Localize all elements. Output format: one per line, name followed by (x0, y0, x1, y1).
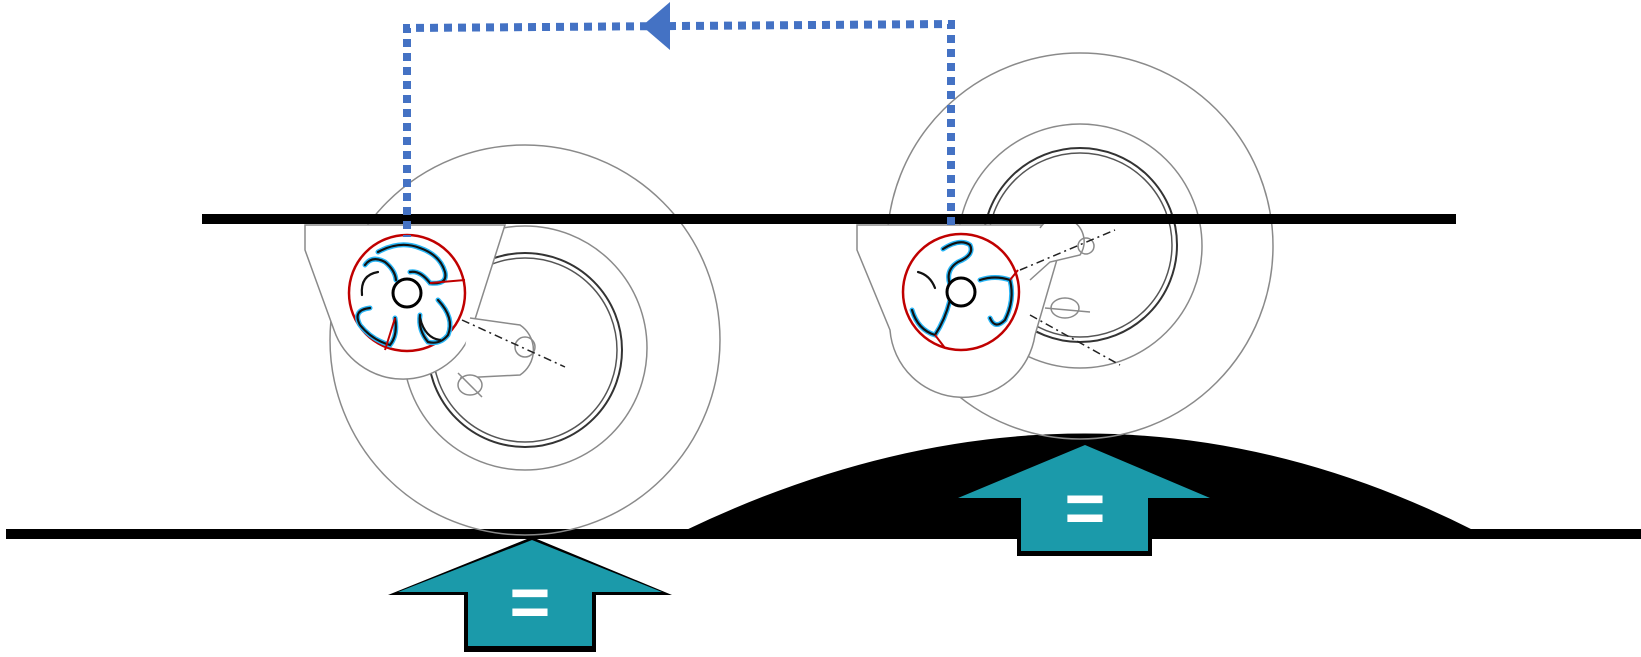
left-fork-arm (459, 317, 535, 379)
right-caster-wheel (856, 52, 1274, 440)
left-hub-center (391, 277, 423, 309)
signal-arrowhead-left (642, 2, 670, 50)
left-wheel-tire (329, 144, 721, 536)
right-force-arrow: = (946, 440, 1223, 556)
right-hub-mechanism (901, 232, 1021, 352)
left-caster-wheel (304, 144, 721, 536)
feedback-signal-path (403, 2, 955, 237)
left-force-label: = (510, 563, 551, 641)
right-hub-center (945, 276, 977, 308)
right-force-label: = (1065, 469, 1106, 547)
left-force-arrow: = (388, 537, 672, 652)
left-hub-mechanism (347, 233, 467, 353)
